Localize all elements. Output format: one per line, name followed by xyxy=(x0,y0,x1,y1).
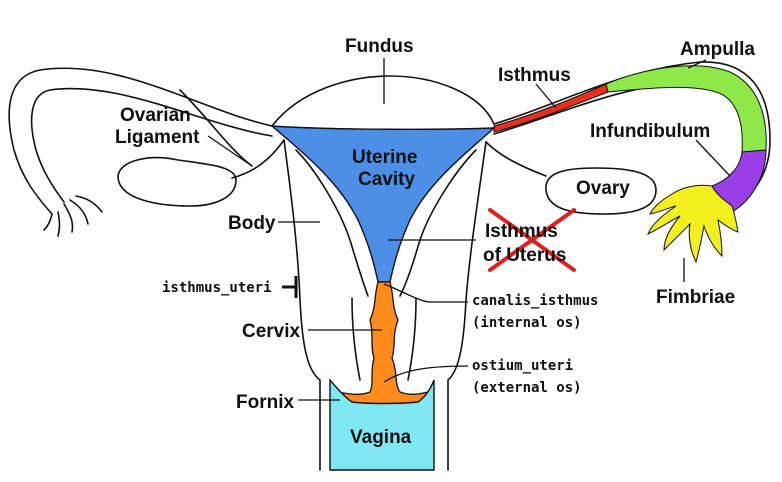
infundibulum-label: Infundibulum xyxy=(590,121,710,142)
fundus-label: Fundus xyxy=(345,36,414,57)
strike-x-mark xyxy=(488,208,576,272)
isthmus-uteri-label: isthmus_uteri xyxy=(162,280,272,296)
uterus-wall xyxy=(271,75,495,471)
ovarian-ligament-label-line1: Ovarian xyxy=(120,105,191,126)
fimbriae-shape xyxy=(647,184,739,264)
vagina-label: Vagina xyxy=(350,427,412,448)
ovary-label: Ovary xyxy=(576,178,630,199)
ostium-uteri-label-line2: (external os) xyxy=(472,380,582,396)
isthmus-uteri-bracket xyxy=(282,276,298,298)
canalis-isthmus-label-line1: canalis_isthmus xyxy=(472,293,598,309)
body-label: Body xyxy=(228,213,276,234)
leader-lines xyxy=(207,58,731,401)
fornix-label: Fornix xyxy=(236,392,294,413)
ovarian-ligament-label-line2: Ligament xyxy=(115,127,200,148)
isthmus-uterus-label-line1: Isthmus xyxy=(485,221,558,242)
ostium-uteri-label-line1: ostium_uteri xyxy=(472,358,573,374)
uterine-cavity-shape xyxy=(269,125,496,283)
fimbriae-label: Fimbriae xyxy=(656,287,735,308)
ampulla-label: Ampulla xyxy=(680,39,755,60)
left-fallopian-tube xyxy=(8,67,285,237)
isthmus-uterus-label-line2: of Uterus xyxy=(483,245,566,266)
canalis-isthmus-label-line2: (internal os) xyxy=(472,315,582,331)
vagina-shape xyxy=(329,378,435,471)
uterine-cavity-label-line1: Uterine xyxy=(352,147,417,168)
cervix-label: Cervix xyxy=(242,321,301,342)
isthmus-tube-label: Isthmus xyxy=(498,65,571,86)
right-fallopian-tube xyxy=(485,61,771,264)
uterine-cavity-label-line2: Cavity xyxy=(358,169,415,190)
